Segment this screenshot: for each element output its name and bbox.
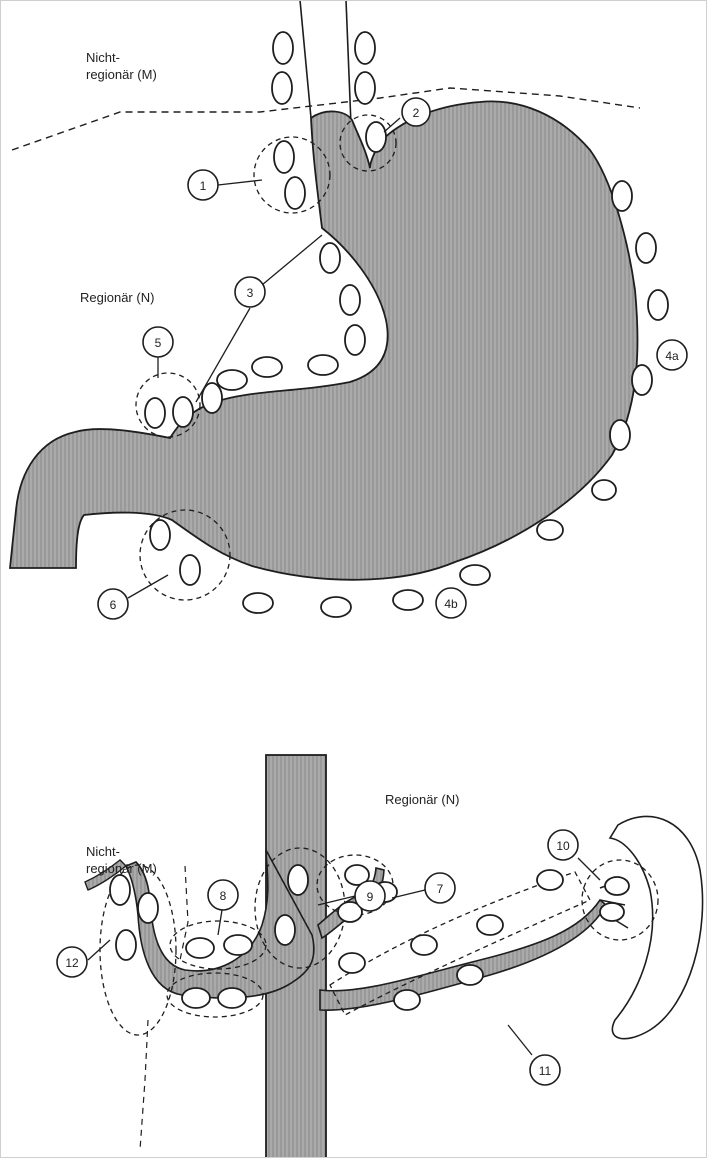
- nonregional-label-bottom-line2: regionär (M): [86, 861, 157, 876]
- node-label-2: 2: [413, 106, 420, 120]
- node-label-11: 11: [539, 1064, 552, 1078]
- nonregional-label-line1: Nicht-: [86, 50, 120, 65]
- node-label-4a: 4a: [665, 349, 679, 363]
- node-label-3: 3: [247, 286, 254, 300]
- vessel-diagram: 7 8 9 10 11 12 Regionär (N) Nicht- regio…: [57, 755, 703, 1158]
- node-label-6: 6: [110, 598, 117, 612]
- regional-label-bottom: Regionär (N): [385, 792, 459, 807]
- spleen: [610, 816, 703, 1038]
- node-label-12: 12: [65, 956, 79, 970]
- node-label-5: 5: [155, 336, 162, 350]
- nonregional-label-bottom-line1: Nicht-: [86, 844, 120, 859]
- node-label-4b: 4b: [444, 597, 458, 611]
- node-label-7: 7: [437, 882, 444, 896]
- node-label-1: 1: [200, 179, 207, 193]
- node-label-10: 10: [556, 839, 570, 853]
- node-label-8: 8: [220, 889, 227, 903]
- regional-label: Regionär (N): [80, 290, 154, 305]
- splenic-artery: [320, 900, 606, 1010]
- stomach-diagram: 1 2 3 4a 4b 5 6 Nicht- regionär (M) Regi…: [10, 0, 687, 619]
- nonregional-label-line2: regionär (M): [86, 67, 157, 82]
- stomach: [10, 101, 638, 579]
- node-label-9: 9: [367, 890, 374, 904]
